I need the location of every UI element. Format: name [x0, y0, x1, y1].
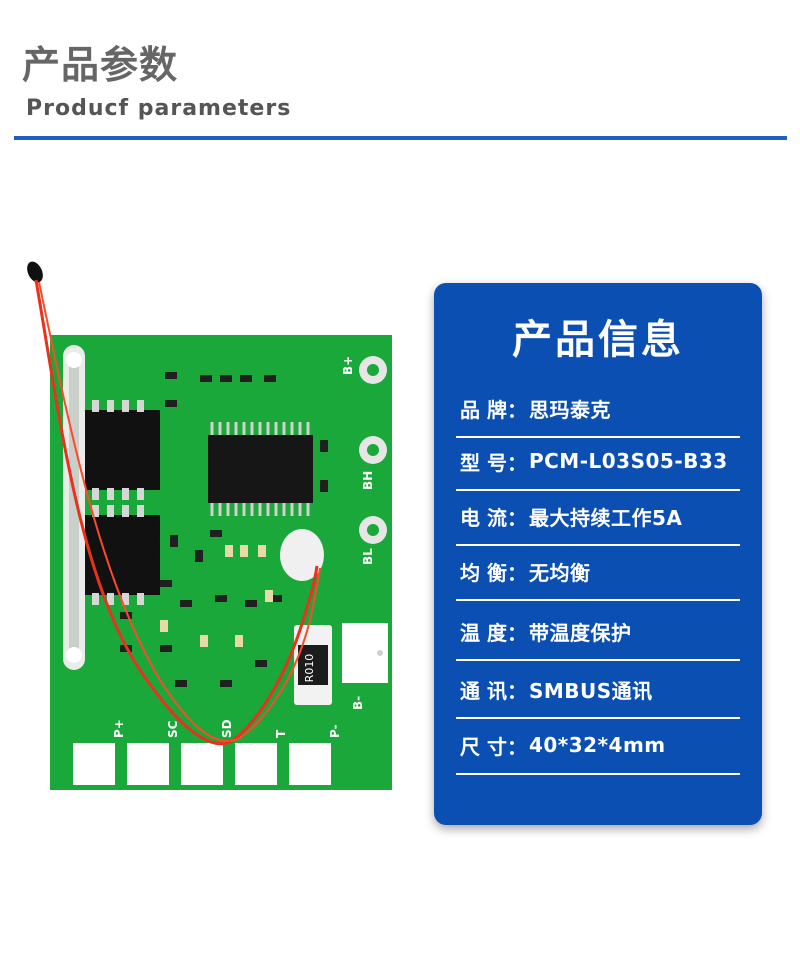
spec-row-brand: 品 牌： 思玛泰克 [456, 380, 740, 438]
section-title-en: Producf parameters [26, 96, 292, 121]
spec-row-temperature: 温 度： 带温度保护 [456, 603, 740, 661]
spec-value: 带温度保护 [528, 620, 632, 645]
spec-row-model: 型 号： PCM-L03S05-B33 [456, 433, 740, 491]
pad-label-t: T [274, 729, 288, 738]
spec-row-balance: 均 衡： 无均衡 [456, 543, 740, 601]
product-info-card: 产品信息 品 牌： 思玛泰克 型 号： PCM-L03S05-B33 电 流： … [434, 283, 762, 825]
pad-sc [127, 743, 169, 785]
spec-label: 电 流： [460, 505, 527, 530]
pad-p-minus [289, 743, 331, 785]
spec-value: 无均衡 [528, 560, 591, 585]
pad-t [235, 743, 277, 785]
side-label-b-minus: B- [351, 696, 365, 710]
spec-label: 温 度： [460, 620, 527, 645]
pad-label-sc: SC [166, 720, 180, 738]
spec-value: 最大持续工作5A [528, 505, 683, 530]
spec-value: 40*32*4mm [528, 733, 666, 757]
spec-row-communication: 通 讯： SMBUS通讯 [456, 661, 740, 719]
side-label-b-plus: B+ [341, 356, 355, 375]
spec-value: SMBUS通讯 [528, 678, 653, 703]
spec-label: 尺 寸： [460, 734, 527, 759]
spec-row-size: 尺 寸： 40*32*4mm [456, 717, 740, 775]
spec-row-current: 电 流： 最大持续工作5A [456, 488, 740, 546]
pad-label-sd: SD [220, 719, 234, 738]
side-label-bh: BH [361, 471, 375, 490]
wire-red-1 [34, 279, 319, 746]
spec-label: 通 讯： [460, 678, 527, 703]
thermistor [27, 261, 43, 283]
spec-value: PCM-L03S05-B33 [528, 449, 728, 473]
spec-label: 型 号： [460, 450, 527, 475]
pad-p-plus [73, 743, 115, 785]
side-label-bl: BL [361, 548, 375, 565]
spec-label: 品 牌： [460, 397, 527, 422]
pad-label-p-minus: P- [328, 724, 342, 738]
pad-sd [181, 743, 223, 785]
pcb-product-photo: R010 P+ SC SD T P- B+ BH BL B- [27, 261, 392, 790]
main-ic [208, 435, 313, 503]
spec-value: 思玛泰克 [528, 397, 611, 422]
title-divider [14, 136, 787, 140]
pad-label-p-plus: P+ [112, 719, 126, 738]
section-title-cn: 产品参数 [22, 43, 179, 87]
resistor-marking: R010 [303, 654, 316, 683]
wire-red-2 [38, 281, 321, 743]
card-title: 产品信息 [512, 317, 684, 363]
spec-label: 均 衡： [460, 560, 527, 585]
